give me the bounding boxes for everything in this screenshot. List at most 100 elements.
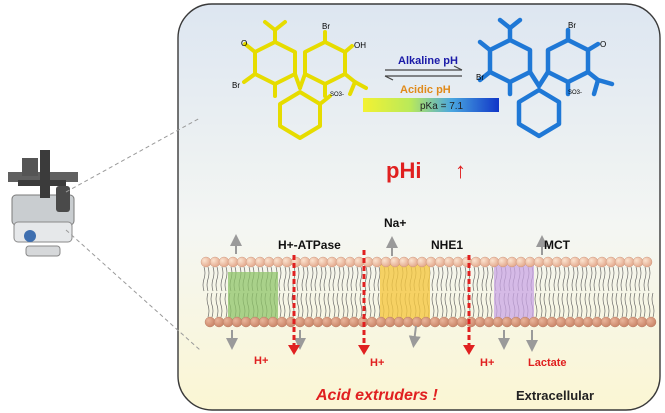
- lipid-tail: [435, 292, 439, 318]
- lipid-tail: [445, 266, 449, 292]
- lipid-tail: [584, 292, 588, 318]
- label-h-plus-3: H+: [480, 357, 494, 369]
- membrane-heads-top: [200, 256, 653, 268]
- label-na: Na+: [384, 216, 406, 230]
- lipid-tail: [332, 292, 336, 318]
- lipid-head: [582, 316, 594, 328]
- lipid-tail: [566, 266, 570, 292]
- lipid-head: [303, 316, 315, 328]
- lipid-head: [420, 316, 432, 328]
- lipid-head: [560, 256, 572, 268]
- alkaline-label: Alkaline pH: [398, 55, 458, 67]
- lipid-tail: [602, 266, 606, 292]
- lipid-head: [326, 256, 338, 268]
- lipid-tail: [440, 266, 444, 292]
- lipid-tail: [602, 292, 606, 318]
- lipid-tail: [570, 292, 574, 318]
- lipid-tail: [620, 266, 624, 292]
- yellow-atom-oh: OH: [354, 41, 366, 50]
- lipid-head: [384, 316, 396, 328]
- yellow-atom-br2: Br: [232, 81, 240, 90]
- blue-molecule: [477, 17, 615, 139]
- lipid-tail: [373, 266, 377, 292]
- blue-atom-br1: Br: [568, 21, 576, 30]
- yellow-atom-so3: SO3-: [330, 92, 344, 98]
- lipid-head: [564, 316, 576, 328]
- lipid-tail: [557, 292, 561, 318]
- lipid-head: [204, 316, 216, 328]
- lipid-tail: [462, 292, 466, 318]
- cell-panel: [177, 3, 661, 411]
- lipid-tail: [580, 266, 584, 292]
- lipid-head: [542, 256, 554, 268]
- lipid-tail: [364, 266, 368, 292]
- lipid-tail: [485, 292, 489, 318]
- blue-atom-br2: Br: [476, 73, 484, 82]
- lipid-tail: [215, 266, 219, 292]
- lipid-tail: [206, 266, 210, 292]
- lipid-head: [497, 256, 509, 268]
- lipid-head: [312, 316, 324, 328]
- lipid-head: [645, 316, 657, 328]
- lipid-tail: [215, 292, 219, 318]
- lipid-head: [452, 256, 464, 268]
- lipid-tail: [444, 292, 448, 318]
- lipid-head: [488, 256, 500, 268]
- yellow-molecule: [242, 20, 368, 140]
- lipid-head: [470, 256, 482, 268]
- lipid-tail: [566, 292, 570, 318]
- lipid-tail: [616, 266, 620, 292]
- lipid-head: [501, 316, 513, 328]
- lipid-head: [407, 256, 419, 268]
- lipid-tail: [355, 266, 359, 292]
- lipid-head: [533, 256, 545, 268]
- lipid-tail: [625, 266, 629, 292]
- lipid-head: [411, 316, 423, 328]
- lipid-head: [591, 316, 603, 328]
- lipid-head: [258, 316, 270, 328]
- lipid-head: [218, 256, 230, 268]
- lipid-tail: [593, 292, 597, 318]
- lipid-tail: [624, 292, 628, 318]
- lipid-tail: [202, 266, 206, 292]
- lipid-tail: [341, 266, 345, 292]
- lipid-tail: [323, 292, 327, 318]
- lipid-head: [447, 316, 459, 328]
- label-lactate: Lactate: [528, 357, 567, 369]
- extracellular-label: Extracellular: [516, 388, 594, 403]
- lipid-tail: [368, 292, 372, 318]
- lipid-head: [614, 256, 626, 268]
- lipid-tail: [350, 292, 354, 318]
- lipid-head: [416, 256, 428, 268]
- lipid-head: [506, 256, 518, 268]
- lipid-tail: [278, 292, 282, 318]
- label-nhe1: NHE1: [431, 238, 463, 252]
- lipid-head: [321, 316, 333, 328]
- lipid-head: [429, 316, 441, 328]
- lipid-head: [551, 256, 563, 268]
- connector-top-line: [65, 117, 201, 193]
- proton-arrows: [292, 250, 471, 345]
- lipid-head: [573, 316, 585, 328]
- lipid-tail: [341, 292, 345, 318]
- lipid-tail: [543, 292, 547, 318]
- lipid-head: [344, 256, 356, 268]
- lipid-tail: [336, 292, 340, 318]
- blue-atom-o: O: [600, 40, 606, 49]
- lipid-tail: [282, 292, 286, 318]
- lipid-tail: [597, 292, 601, 318]
- yellow-atom-br1: Br: [322, 22, 330, 31]
- lipid-tail: [575, 292, 579, 318]
- lipid-head: [393, 316, 405, 328]
- lipid-head: [402, 316, 414, 328]
- lipid-head: [375, 316, 387, 328]
- lipid-head: [519, 316, 531, 328]
- lipid-tail: [575, 266, 579, 292]
- lipid-tail: [368, 266, 372, 292]
- lipid-head: [348, 316, 360, 328]
- phi-label: pHi: [386, 158, 421, 183]
- lipid-tail: [611, 292, 615, 318]
- lipid-head: [281, 256, 293, 268]
- label-h-plus-1: H+: [254, 355, 268, 367]
